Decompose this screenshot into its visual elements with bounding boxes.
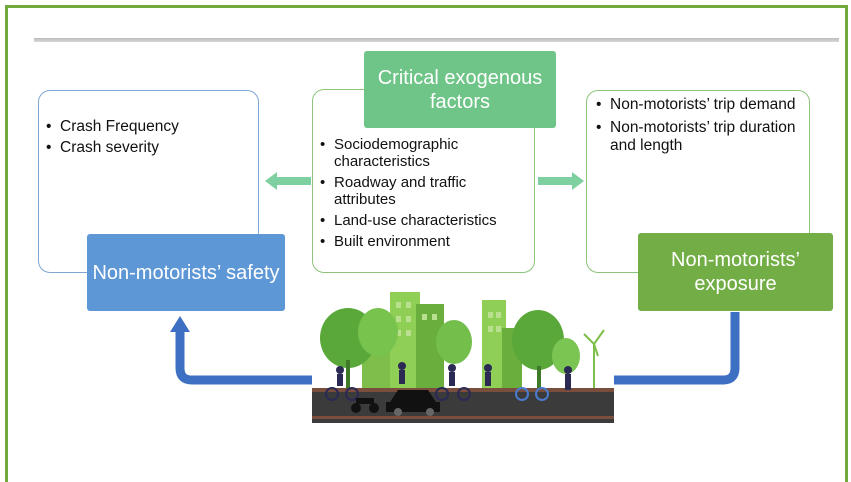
factor-item: Built environment bbox=[320, 233, 532, 250]
safety-title: Non-motorists’ safety bbox=[92, 261, 280, 284]
exposure-item: Non-motorists’ trip duration and length bbox=[596, 119, 804, 155]
factor-item: Land-use characteristics bbox=[320, 212, 532, 229]
exogenous-factors-list: Sociodemographic characteristics Roadway… bbox=[320, 136, 532, 254]
safety-item: Crash severity bbox=[46, 139, 179, 157]
safety-outcomes-list: Crash Frequency Crash severity bbox=[46, 118, 179, 160]
city-traffic-illustration bbox=[312, 290, 614, 423]
safety-item: Crash Frequency bbox=[46, 118, 179, 136]
flow-arrows-icon bbox=[170, 312, 740, 385]
critical-factors-title: Critical exogenous factors bbox=[377, 66, 543, 113]
arrow-right-icon bbox=[538, 172, 584, 190]
page-frame bbox=[5, 5, 848, 482]
safety-label: Non-motorists’ safety bbox=[87, 234, 285, 311]
factor-item: Sociodemographic characteristics bbox=[320, 136, 532, 170]
exposure-label: Non-motorists’ exposure bbox=[638, 233, 833, 311]
exposure-title: Non-motorists’ exposure bbox=[671, 249, 800, 295]
exposure-measures-list: Non-motorists’ trip demand Non-motorists… bbox=[596, 96, 804, 160]
arrow-left-icon bbox=[265, 172, 311, 190]
factor-item: Roadway and traffic attributes bbox=[320, 174, 532, 208]
exposure-item: Non-motorists’ trip demand bbox=[596, 96, 804, 114]
critical-factors-label: Critical exogenous factors bbox=[364, 51, 556, 128]
